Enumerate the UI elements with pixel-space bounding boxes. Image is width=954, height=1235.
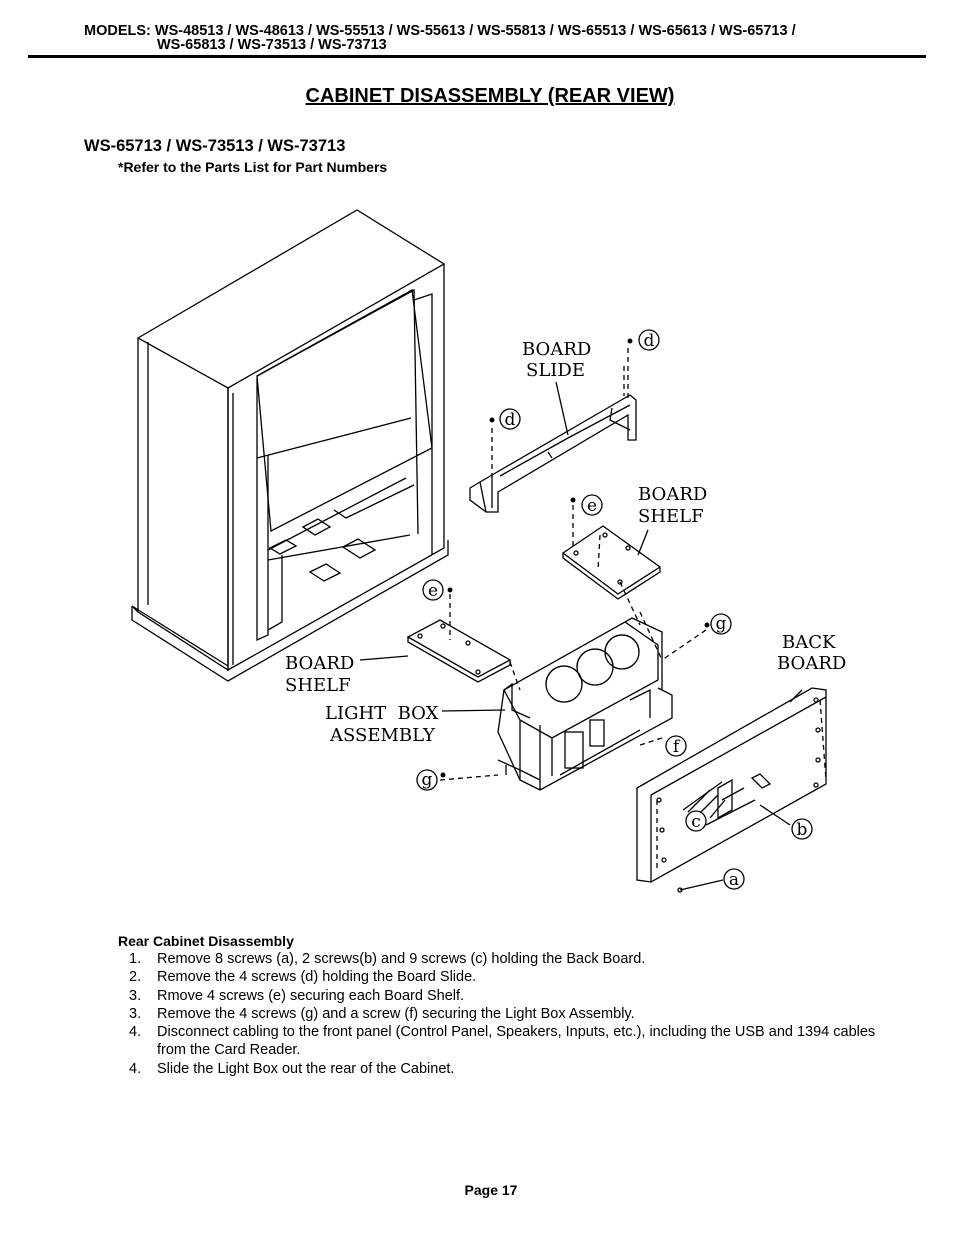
instructions-title: Rear Cabinet Disassembly bbox=[118, 933, 294, 949]
refer-note: *Refer to the Parts List for Part Number… bbox=[118, 159, 388, 175]
callout-c-text: c bbox=[691, 812, 701, 832]
callout-d-left bbox=[499, 408, 521, 430]
callout-e-left bbox=[422, 579, 444, 601]
instruction-step: 1. Remove 8 screws (a), 2 screws(b) and 9… bbox=[118, 950, 898, 968]
step-text: Remove 8 screws (a), 2 screws(b) and 9 s… bbox=[157, 951, 646, 967]
callout-f bbox=[665, 735, 687, 757]
exploded-view-diagram: d d e e g g f c b a BOARD SLIDE BOARD SH… bbox=[110, 200, 870, 920]
step-text: Disconnect cabling to the front panel (C… bbox=[157, 1024, 876, 1059]
board-slide-drawing bbox=[469, 338, 637, 513]
step-number: 1. bbox=[129, 951, 142, 967]
step-number: 3. bbox=[129, 1005, 142, 1022]
callout-e-top bbox=[581, 494, 603, 516]
instruction-step: 3. Remove the 4 screws (g) and a screw (f… bbox=[118, 1005, 898, 1023]
cabinet-drawing bbox=[131, 209, 449, 682]
instruction-step: 3. Rmove 4 screws (e) securing each Board… bbox=[118, 987, 898, 1005]
step-text: Remove the 4 screws (d) holding the Boar… bbox=[157, 969, 477, 986]
callout-g-left-text: g bbox=[422, 770, 433, 790]
callout-g-right-text: g bbox=[716, 614, 727, 634]
board-shelf-left-drawing bbox=[359, 587, 521, 691]
callout-e-top-text: e bbox=[587, 496, 597, 516]
callout-d-top bbox=[638, 329, 660, 351]
step-number: 4. bbox=[129, 1060, 142, 1077]
callout-d-left-text: d bbox=[505, 410, 516, 430]
label-light-box-1: LIGHT BOX bbox=[325, 703, 439, 724]
step-number: 4. bbox=[129, 1024, 142, 1041]
callout-c bbox=[685, 810, 707, 832]
instruction-step: 4. Slide the Light Box out the rear of th… bbox=[118, 1060, 898, 1078]
label-light-box-2: ASSEMBLY bbox=[329, 725, 436, 746]
label-back-board-2: BOARD bbox=[777, 653, 846, 674]
callout-e-left-text: e bbox=[428, 581, 438, 601]
label-board-shelf-left-1: BOARD bbox=[285, 653, 354, 674]
callout-f-text: f bbox=[673, 737, 681, 757]
header-rule bbox=[28, 55, 926, 58]
step-number: 3. bbox=[129, 987, 142, 1004]
callout-b bbox=[791, 818, 813, 840]
callout-g-right bbox=[710, 613, 732, 635]
page-title: CABINET DISASSEMBLY (REAR VIEW) bbox=[305, 85, 675, 107]
callout-g-left bbox=[416, 769, 438, 791]
models-line-1: MODELS: WS-48513 / WS-48613 / WS-55513 /… bbox=[84, 23, 796, 39]
step-text: Remove the 4 screws (g) and a screw (f) … bbox=[157, 1005, 635, 1022]
label-back-board-1: BACK bbox=[782, 632, 836, 653]
step-number: 2. bbox=[129, 969, 142, 986]
instruction-steps: 1. Remove 8 screws (a), 2 screws(b) and 9… bbox=[118, 950, 898, 1078]
callout-b-text: b bbox=[797, 820, 808, 840]
label-board-shelf-top-2: SHELF bbox=[638, 506, 704, 527]
step-text: Slide the Light Box out the rear of the … bbox=[157, 1060, 455, 1077]
instruction-step: 2. Remove the 4 screws (d) holding the Bo… bbox=[118, 968, 898, 986]
callout-a bbox=[723, 868, 745, 890]
light-box-drawing bbox=[439, 611, 710, 791]
board-shelf-top-drawing bbox=[561, 497, 662, 626]
label-board-slide-1: BOARD bbox=[522, 339, 591, 360]
callout-d-top-text: d bbox=[644, 331, 655, 351]
label-board-shelf-top-1: BOARD bbox=[638, 484, 707, 505]
callout-a-text: a bbox=[729, 870, 739, 890]
model-subheading: WS-65713 / WS-73513 / WS-73713 bbox=[84, 137, 346, 155]
instruction-step: 4. Disconnect cabling to the front panel … bbox=[118, 1023, 898, 1060]
label-board-slide-2: SLIDE bbox=[526, 360, 585, 381]
back-board-drawing bbox=[636, 687, 827, 893]
page-number: Page 17 bbox=[464, 1182, 518, 1198]
label-board-shelf-left-2: SHELF bbox=[285, 675, 351, 696]
step-text: Rmove 4 screws (e) securing each Board S… bbox=[157, 987, 465, 1004]
models-line-2: WS-65813 / WS-73513 / WS-73713 bbox=[157, 37, 387, 53]
